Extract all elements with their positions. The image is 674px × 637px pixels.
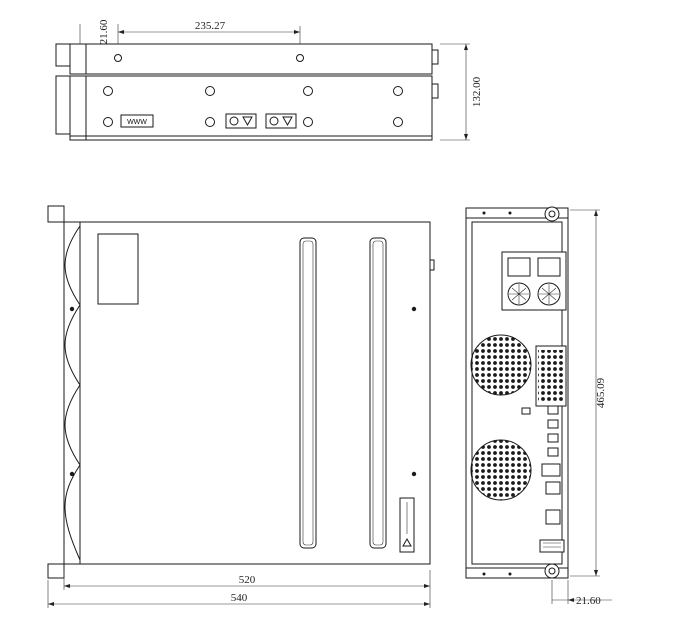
screw-icon (393, 117, 403, 127)
serial-port-icon (545, 509, 561, 525)
fan-grille-icon (470, 439, 532, 501)
port-icon (521, 407, 531, 415)
power-inlet-icon (537, 257, 561, 277)
screw-icon (393, 86, 403, 96)
screw-icon (114, 54, 122, 62)
dim-body-depth: 520 (239, 574, 256, 586)
serial-port-icon (545, 481, 561, 495)
thumbscrew-icon (544, 563, 560, 579)
screw-icon (205, 117, 215, 127)
screw-icon (69, 471, 75, 477)
screw-icon (303, 86, 313, 96)
dim-top-screw-spacing: 235.27 (195, 20, 226, 32)
screw-icon (103, 86, 113, 96)
screw-icon (103, 117, 113, 127)
front-view: 21.60 235.27 WWW (55, 19, 483, 141)
port-icon (547, 433, 559, 443)
port-icon (547, 405, 559, 415)
port-icon (547, 419, 559, 429)
screw-icon (482, 572, 486, 576)
ethernet-port-icon (541, 463, 561, 477)
screw-icon (303, 117, 313, 127)
dim-front-height: 132.00 (471, 76, 483, 107)
screw-icon (411, 306, 417, 312)
dim-rear-height: 465.09 (595, 377, 607, 408)
screw-icon (508, 211, 512, 215)
rear-label (539, 539, 565, 553)
rear-view: 465.09 21.60 (465, 206, 612, 607)
screw-icon (205, 86, 215, 96)
front-badge: WWW (127, 119, 147, 126)
dim-rear-bottom-offset: 21.60 (576, 595, 601, 607)
port-icon (547, 447, 559, 457)
dim-top-edge-offset: 21.60 (98, 19, 110, 44)
power-inlet-icon (507, 257, 531, 277)
side-view: 520 540 (47, 205, 435, 608)
dim-overall-depth: 540 (231, 592, 248, 604)
screw-icon (69, 306, 75, 312)
fan-grille-icon (470, 334, 532, 396)
screw-icon (508, 572, 512, 576)
screw-icon (296, 54, 304, 62)
screw-icon (411, 471, 417, 477)
thumbscrew-icon (544, 206, 560, 222)
screw-icon (482, 211, 486, 215)
